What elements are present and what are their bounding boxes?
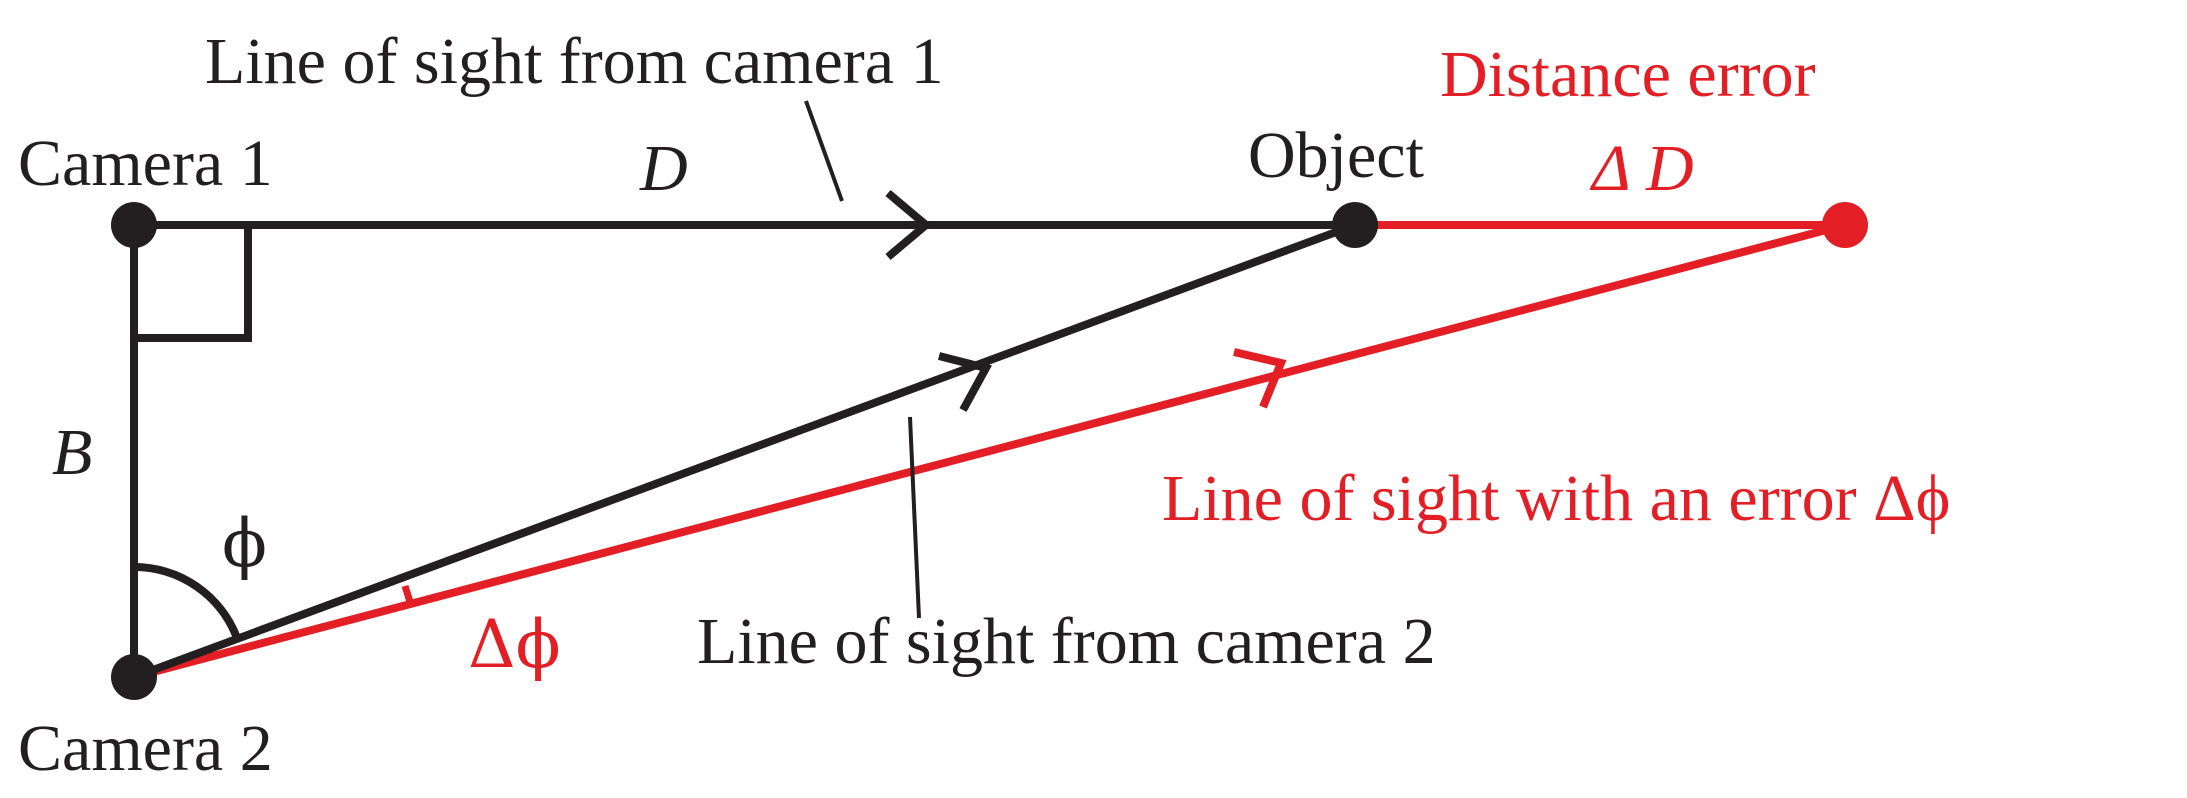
camera2-sight-caption: Line of sight from camera 2	[697, 605, 1436, 678]
phi-angle-arc	[133, 562, 241, 640]
delta-phi-label: Δϕ	[468, 606, 561, 683]
error-sight-caption: Line of sight with an error Δϕ	[1162, 462, 1950, 535]
camera1-label: Camera 1	[18, 127, 273, 200]
camera2-label: Camera 2	[18, 712, 273, 785]
camera2-sight-arrow	[938, 352, 992, 412]
distance-label: D	[639, 132, 688, 205]
error-sight-arrow	[1233, 348, 1287, 409]
distance-error-caption: Distance error	[1440, 38, 1816, 111]
camera1-point	[111, 202, 157, 248]
object-label: Object	[1248, 119, 1424, 192]
right-angle-marker	[134, 225, 252, 342]
error-sight-line	[132, 221, 1847, 681]
camera2-point	[111, 654, 157, 700]
delta-phi-tick	[401, 584, 415, 607]
error-object-point	[1822, 202, 1868, 248]
camera1-sight-arrow	[885, 189, 933, 261]
camera1-sight-leader	[804, 100, 844, 202]
delta-d-label: Δ D	[1589, 132, 1694, 205]
camera2-sight-leader	[908, 416, 921, 619]
object-point	[1332, 202, 1378, 248]
phi-label: ϕ	[222, 505, 267, 582]
camera2-sight-line	[132, 221, 1357, 681]
baseline-label: B	[52, 416, 92, 489]
camera1-sight-caption: Line of sight from camera 1	[205, 25, 944, 98]
